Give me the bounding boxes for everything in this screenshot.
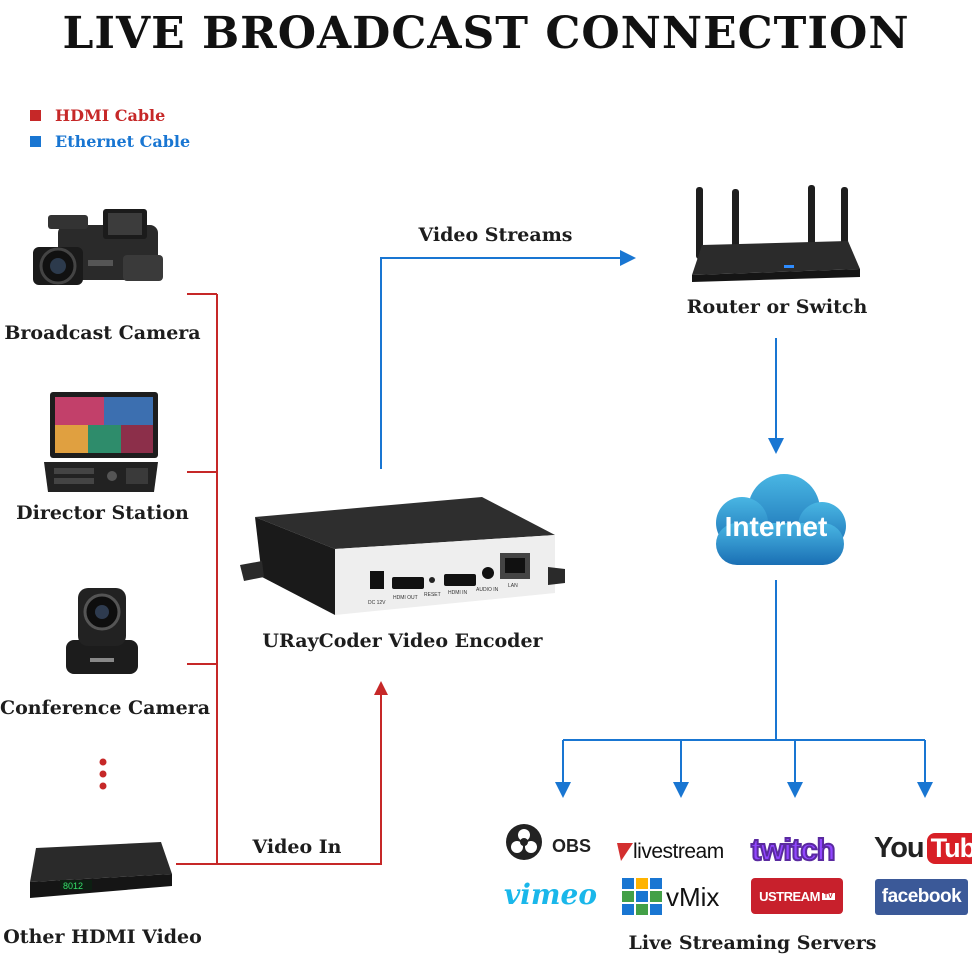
livestream-logo: livestream: [617, 840, 724, 864]
streaming-servers-label: Live Streaming Servers: [628, 932, 877, 954]
vmix-logo: vMix: [622, 878, 719, 916]
ustream-tv-text: TV: [821, 892, 835, 900]
port-dc-label: DC 12V: [368, 600, 386, 606]
hdmi-swatch: [30, 110, 41, 121]
set-top-box-icon: 8012: [30, 842, 172, 898]
vmix-text: vMix: [666, 881, 720, 912]
more-sources-ellipsis: [99, 758, 107, 790]
ustream-text: USTREAM: [759, 888, 820, 904]
ustream-logo: USTREAM TV: [751, 878, 843, 914]
conference-camera-icon: [66, 588, 138, 674]
youtube-tube-text: Tube: [926, 833, 972, 864]
legend-hdmi: HDMI Cable: [30, 106, 190, 125]
legend-ethernet: Ethernet Cable: [30, 132, 190, 151]
router-label: Router or Switch: [686, 296, 868, 318]
director-station-label: Director Station: [16, 502, 189, 524]
encoder-device-icon: DC 12V HDMI OUT RESET HDMI IN AUDIO IN L…: [240, 497, 565, 615]
legend-hdmi-label: HDMI Cable: [55, 106, 166, 125]
youtube-you-text: You: [874, 832, 925, 864]
encoder-label: URayCoder Video Encoder: [262, 630, 543, 652]
port-audio-in-label: AUDIO IN: [476, 587, 499, 593]
video-in-label: Video In: [252, 836, 342, 858]
broadcast-camera-label: Broadcast Camera: [4, 322, 201, 344]
director-station-icon: [44, 392, 158, 492]
obs-text: OBS: [552, 835, 592, 856]
port-lan-label: LAN: [508, 583, 518, 589]
twitch-logo: twitch: [750, 831, 837, 868]
conference-camera-label: Conference Camera: [0, 697, 211, 719]
obs-icon: [506, 824, 542, 860]
ethernet-lines: [380, 250, 933, 798]
obs-logo: OBS: [505, 823, 591, 861]
broadcast-camera-icon: [33, 209, 163, 285]
stb-display-text: 8012: [63, 881, 83, 891]
youtube-logo: You Tube: [874, 832, 972, 865]
port-reset-label: RESET: [424, 592, 441, 598]
ethernet-swatch: [30, 136, 41, 147]
hdmi-lines: [176, 293, 388, 865]
internet-label: Internet: [725, 511, 828, 542]
router-icon: [692, 185, 860, 282]
port-hdmi-out-label: HDMI OUT: [393, 595, 418, 601]
livestream-text: livestream: [633, 840, 724, 863]
livestream-icon: [617, 843, 633, 861]
other-hdmi-label: Other HDMI Video: [3, 926, 202, 948]
facebook-logo: facebook: [875, 879, 968, 915]
vmix-icon: [622, 878, 662, 915]
legend-ethernet-label: Ethernet Cable: [55, 132, 191, 151]
video-streams-label: Video Streams: [418, 224, 573, 246]
vimeo-logo: vimeo: [504, 878, 598, 911]
port-hdmi-in-label: HDMI IN: [448, 590, 468, 596]
internet-cloud-icon: Internet: [716, 474, 846, 565]
diagram-title: LIVE BROADCAST CONNECTION: [62, 8, 910, 59]
legend: HDMI Cable Ethernet Cable: [30, 106, 190, 151]
